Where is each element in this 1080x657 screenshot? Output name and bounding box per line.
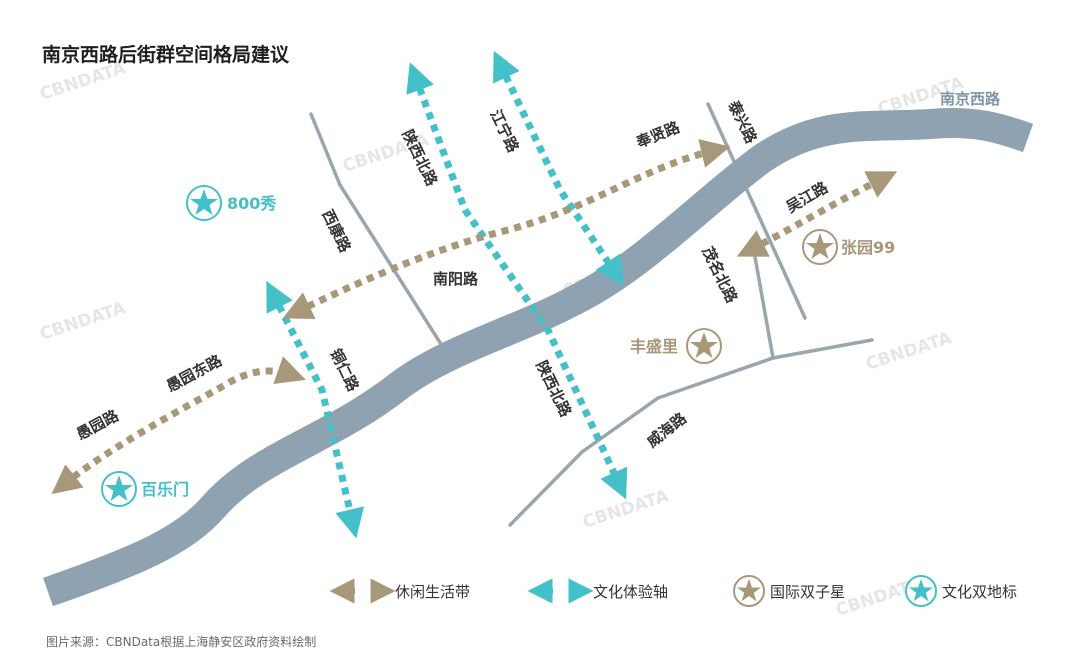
star-shape bbox=[909, 579, 933, 602]
road-label-maoming-n: 茂名北路 bbox=[698, 244, 741, 307]
leisure-belt-wujiang bbox=[736, 171, 898, 257]
minor-roads bbox=[309, 102, 874, 527]
map-title: 南京西路后街群空间格局建议 bbox=[42, 44, 290, 66]
road-label-yuyuan-e: 愚园东路 bbox=[163, 351, 225, 396]
legend-label-twin-star: 国际双子星 bbox=[770, 583, 845, 601]
legend-item-twin-star: 国际双子星 bbox=[733, 575, 845, 607]
star-shape bbox=[737, 579, 761, 602]
legend-label-landmark: 文化双地标 bbox=[942, 583, 1017, 601]
road-label-yuyuan: 愚园路 bbox=[73, 406, 122, 443]
source-note: 图片来源：CBNData根据上海静安区政府资料绘制 bbox=[46, 635, 317, 649]
place-fengshengli: 丰盛里 bbox=[630, 328, 722, 364]
leisure-belt-yuyuan bbox=[51, 356, 306, 495]
road-label-nanyang: 南阳路 bbox=[433, 270, 479, 288]
road-label-taixing: 泰兴路 bbox=[724, 97, 761, 147]
legend-label-culture: 文化体验轴 bbox=[593, 583, 668, 601]
watermark: CBNDATA bbox=[37, 58, 129, 105]
road-label-fengxian: 奉贤路 bbox=[633, 118, 683, 152]
culture-axis-jiangning bbox=[493, 50, 625, 287]
road-junction-line bbox=[656, 338, 874, 400]
star-shape bbox=[105, 475, 133, 501]
legend-item-culture: 文化体验轴 bbox=[527, 578, 668, 604]
legend-item-landmark: 文化双地标 bbox=[905, 575, 1017, 607]
star-shape bbox=[190, 189, 218, 215]
watermark: CBNDATA bbox=[580, 486, 672, 533]
leisure-belt-fengxian bbox=[282, 139, 731, 319]
place-label-zhangyuan99: 张园99 bbox=[841, 238, 895, 257]
road-label-weihai: 威海路 bbox=[643, 409, 690, 452]
place-zhangyuan99: 张园99 bbox=[802, 229, 895, 265]
legend-item-leisure: 休闲生活带 bbox=[329, 578, 470, 604]
place-label-fengshengli: 丰盛里 bbox=[630, 337, 678, 356]
road-label-tongren: 铜仁路 bbox=[326, 346, 362, 395]
road-label-shaanxi-n-top: 陕西北路 bbox=[398, 127, 441, 190]
place-800show: 800秀 bbox=[186, 185, 276, 221]
place-bailemen: 百乐门 bbox=[101, 471, 189, 507]
leisure-belts bbox=[51, 139, 898, 495]
watermark: CBNDATA bbox=[863, 328, 955, 375]
road-label-jiangning: 江宁路 bbox=[486, 107, 522, 156]
place-label-bailemen: 百乐门 bbox=[141, 480, 189, 499]
star-shape bbox=[806, 233, 834, 259]
main-road-label: 南京西路 bbox=[940, 90, 1001, 108]
legend-label-leisure: 休闲生活带 bbox=[395, 583, 470, 601]
star-shape bbox=[690, 332, 718, 358]
watermark: CBNDATA bbox=[37, 298, 129, 345]
place-label-800show: 800秀 bbox=[227, 194, 276, 213]
road-maoming-line bbox=[750, 238, 775, 360]
culture-axis-tongren bbox=[266, 280, 365, 539]
legend: 休闲生活带 文化体验轴 国际双子星 文化双地标 bbox=[329, 575, 1017, 607]
road-label-xikang: 西康路 bbox=[318, 207, 354, 256]
